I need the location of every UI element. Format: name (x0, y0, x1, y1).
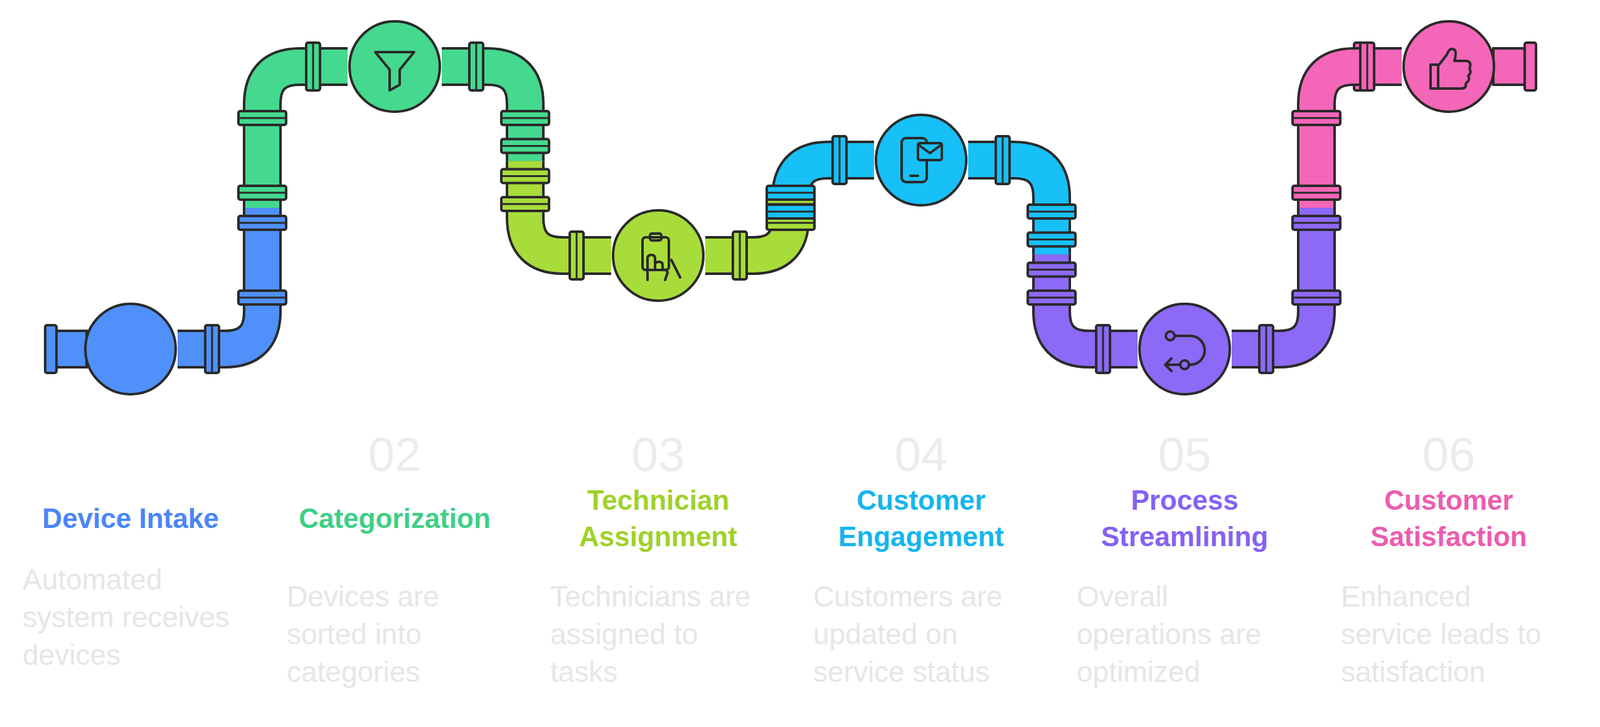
step-description: Automated system receives devices (22, 560, 243, 674)
circle-shape (611, 208, 706, 303)
pipe-flange (238, 290, 287, 305)
pipe-flange (732, 231, 747, 280)
step-description: Customers are updated on service status (813, 577, 1033, 691)
pipe-flange (1027, 262, 1076, 277)
step-icon (901, 138, 942, 182)
circle-shape (874, 112, 969, 208)
pipe-flange (469, 42, 484, 91)
pipe-flange (1360, 42, 1375, 91)
pipe-flange (1027, 204, 1076, 219)
pipe-flange (501, 197, 550, 211)
step-title: Device Intake (5, 477, 256, 560)
pipe-flange (1027, 232, 1076, 247)
step-icon (1430, 48, 1471, 89)
pipe-flange (766, 185, 815, 200)
pipe-flange (306, 42, 320, 91)
pipe-flange (1292, 111, 1341, 125)
pipe-flange (501, 139, 550, 154)
step-circle: Customer SatisfactionEnhanced service le… (1401, 19, 1496, 114)
step-title: Categorization (269, 477, 521, 560)
pipe-flange (1292, 185, 1341, 200)
end-cap (1524, 42, 1536, 91)
step-icon (642, 233, 681, 280)
pipe-flange (1292, 215, 1341, 230)
step-circle: Device IntakeAutomated system receives d… (83, 301, 178, 396)
pipe-flange (995, 136, 1010, 184)
circle-shape (347, 19, 442, 114)
pipe-connector (177, 42, 348, 373)
step-number: 02 (331, 426, 458, 483)
step-title: Customer Satisfaction (1323, 477, 1575, 560)
pipe-flange (1027, 290, 1076, 305)
step-number: 06 (1386, 426, 1512, 483)
pipe-connector (968, 136, 1138, 373)
step-circle: Process StreamliningOverall operations a… (1137, 301, 1232, 396)
step-title: Technician Assignment (532, 477, 784, 560)
step-icon (375, 52, 415, 91)
pipe-flange (501, 111, 550, 125)
step-icon (1165, 331, 1205, 371)
pipe-flange (1096, 325, 1110, 373)
pipe-connector (1231, 42, 1402, 373)
step-description: Technicians are assigned to tasks (550, 577, 770, 691)
pipe-connector (441, 42, 612, 280)
circle-shape (1401, 19, 1496, 114)
step-description: Overall operations are optimized (1076, 577, 1297, 691)
step-title: Customer Engagement (795, 477, 1047, 560)
circle-shape (83, 301, 178, 396)
pipe-flange (832, 136, 847, 184)
pipe-flange (1259, 325, 1274, 373)
step-description: Devices are sorted into categories (286, 577, 507, 691)
step-circle: Customer EngagementCustomers are updated… (874, 112, 969, 208)
step-number: 03 (595, 426, 721, 483)
pipe-flange (205, 325, 219, 373)
circle-shape (1137, 301, 1232, 396)
pipe-flange (569, 231, 584, 280)
pipe-flange (766, 204, 815, 219)
end-cap (45, 325, 57, 373)
step-title: Process Streamlining (1059, 477, 1311, 560)
pipe-flange (1292, 290, 1341, 305)
pipe-flange (238, 215, 287, 230)
step-circle: Technician AssignmentTechnicians are ass… (611, 208, 706, 303)
pipe-flange (501, 169, 550, 184)
pipe-flange (238, 185, 287, 200)
step-number: 04 (858, 426, 984, 483)
step-number: 05 (1121, 426, 1248, 483)
step-description: Enhanced service leads to satisfaction (1340, 577, 1561, 691)
step-circle: CategorizationDevices are sorted into ca… (347, 19, 442, 114)
pipe-flange (238, 111, 287, 125)
pipe-connector (705, 136, 875, 280)
